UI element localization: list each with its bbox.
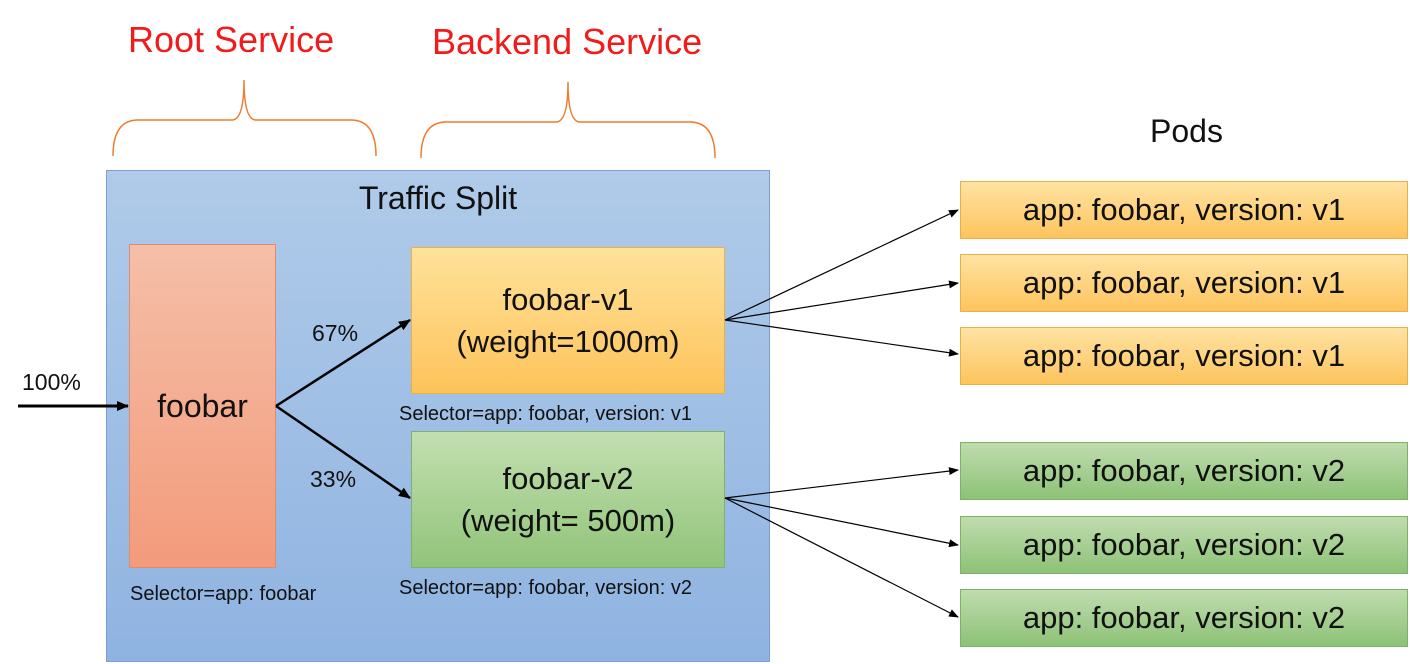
root-to-v2-arrow (275, 404, 411, 500)
backend-v2-selector-label: Selector=app: foobar, version: v2 (399, 577, 692, 599)
pod-label: app: foobar, version: v1 (1022, 338, 1346, 373)
input-percent-label: 100% (22, 369, 81, 395)
pod-v1-2: app: foobar, version: v1 (960, 254, 1408, 312)
pod-v2-1: app: foobar, version: v2 (960, 442, 1408, 500)
pod-label: app: foobar, version: v2 (1022, 453, 1346, 488)
backend-v1-name: foobar-v1 (502, 281, 634, 317)
root-service-box: foobar (129, 244, 276, 568)
v2-to-pod-3-arrow (724, 497, 959, 618)
root-service-heading: Root Service (128, 19, 335, 60)
backend-service-brace (420, 81, 716, 159)
backend-v1-weight: (weight=1000m) (456, 323, 680, 359)
pod-v1-1: app: foobar, version: v1 (960, 181, 1408, 239)
root-selector-label: Selector=app: foobar (130, 583, 317, 605)
pod-label: app: foobar, version: v1 (1022, 265, 1346, 300)
pod-v2-3: app: foobar, version: v2 (960, 589, 1408, 647)
root-service-brace (112, 79, 377, 157)
backend-v1-selector-label: Selector=app: foobar, version: v1 (399, 403, 692, 425)
pod-v1-3: app: foobar, version: v1 (960, 327, 1408, 385)
pod-label: app: foobar, version: v2 (1022, 527, 1346, 562)
v1-percent-label: 67% (312, 320, 359, 346)
pods-heading: Pods (1150, 113, 1223, 149)
v2-to-pod-2-arrow (724, 497, 959, 548)
pod-label: app: foobar, version: v2 (1022, 600, 1346, 635)
backend-v2-box: foobar-v2 (weight= 500m) (411, 431, 725, 568)
pod-v2-2: app: foobar, version: v2 (960, 516, 1408, 574)
pod-label: app: foobar, version: v1 (1022, 192, 1346, 227)
v2-to-pod-1-arrow (724, 467, 959, 499)
backend-v2-name: foobar-v2 (502, 460, 634, 496)
v1-to-pod-2-arrow (724, 280, 959, 321)
v1-to-pod-1-arrow (724, 209, 959, 321)
traffic-split-title: Traffic Split (358, 180, 518, 216)
v2-percent-label: 33% (310, 466, 357, 492)
backend-v2-weight: (weight= 500m) (460, 502, 676, 538)
root-to-v1-arrow (275, 318, 411, 408)
backend-v1-box: foobar-v1 (weight=1000m) (411, 247, 725, 394)
v1-to-pod-3-arrow (724, 319, 959, 357)
root-service-name: foobar (157, 387, 248, 424)
backend-service-heading: Backend Service (432, 21, 703, 62)
